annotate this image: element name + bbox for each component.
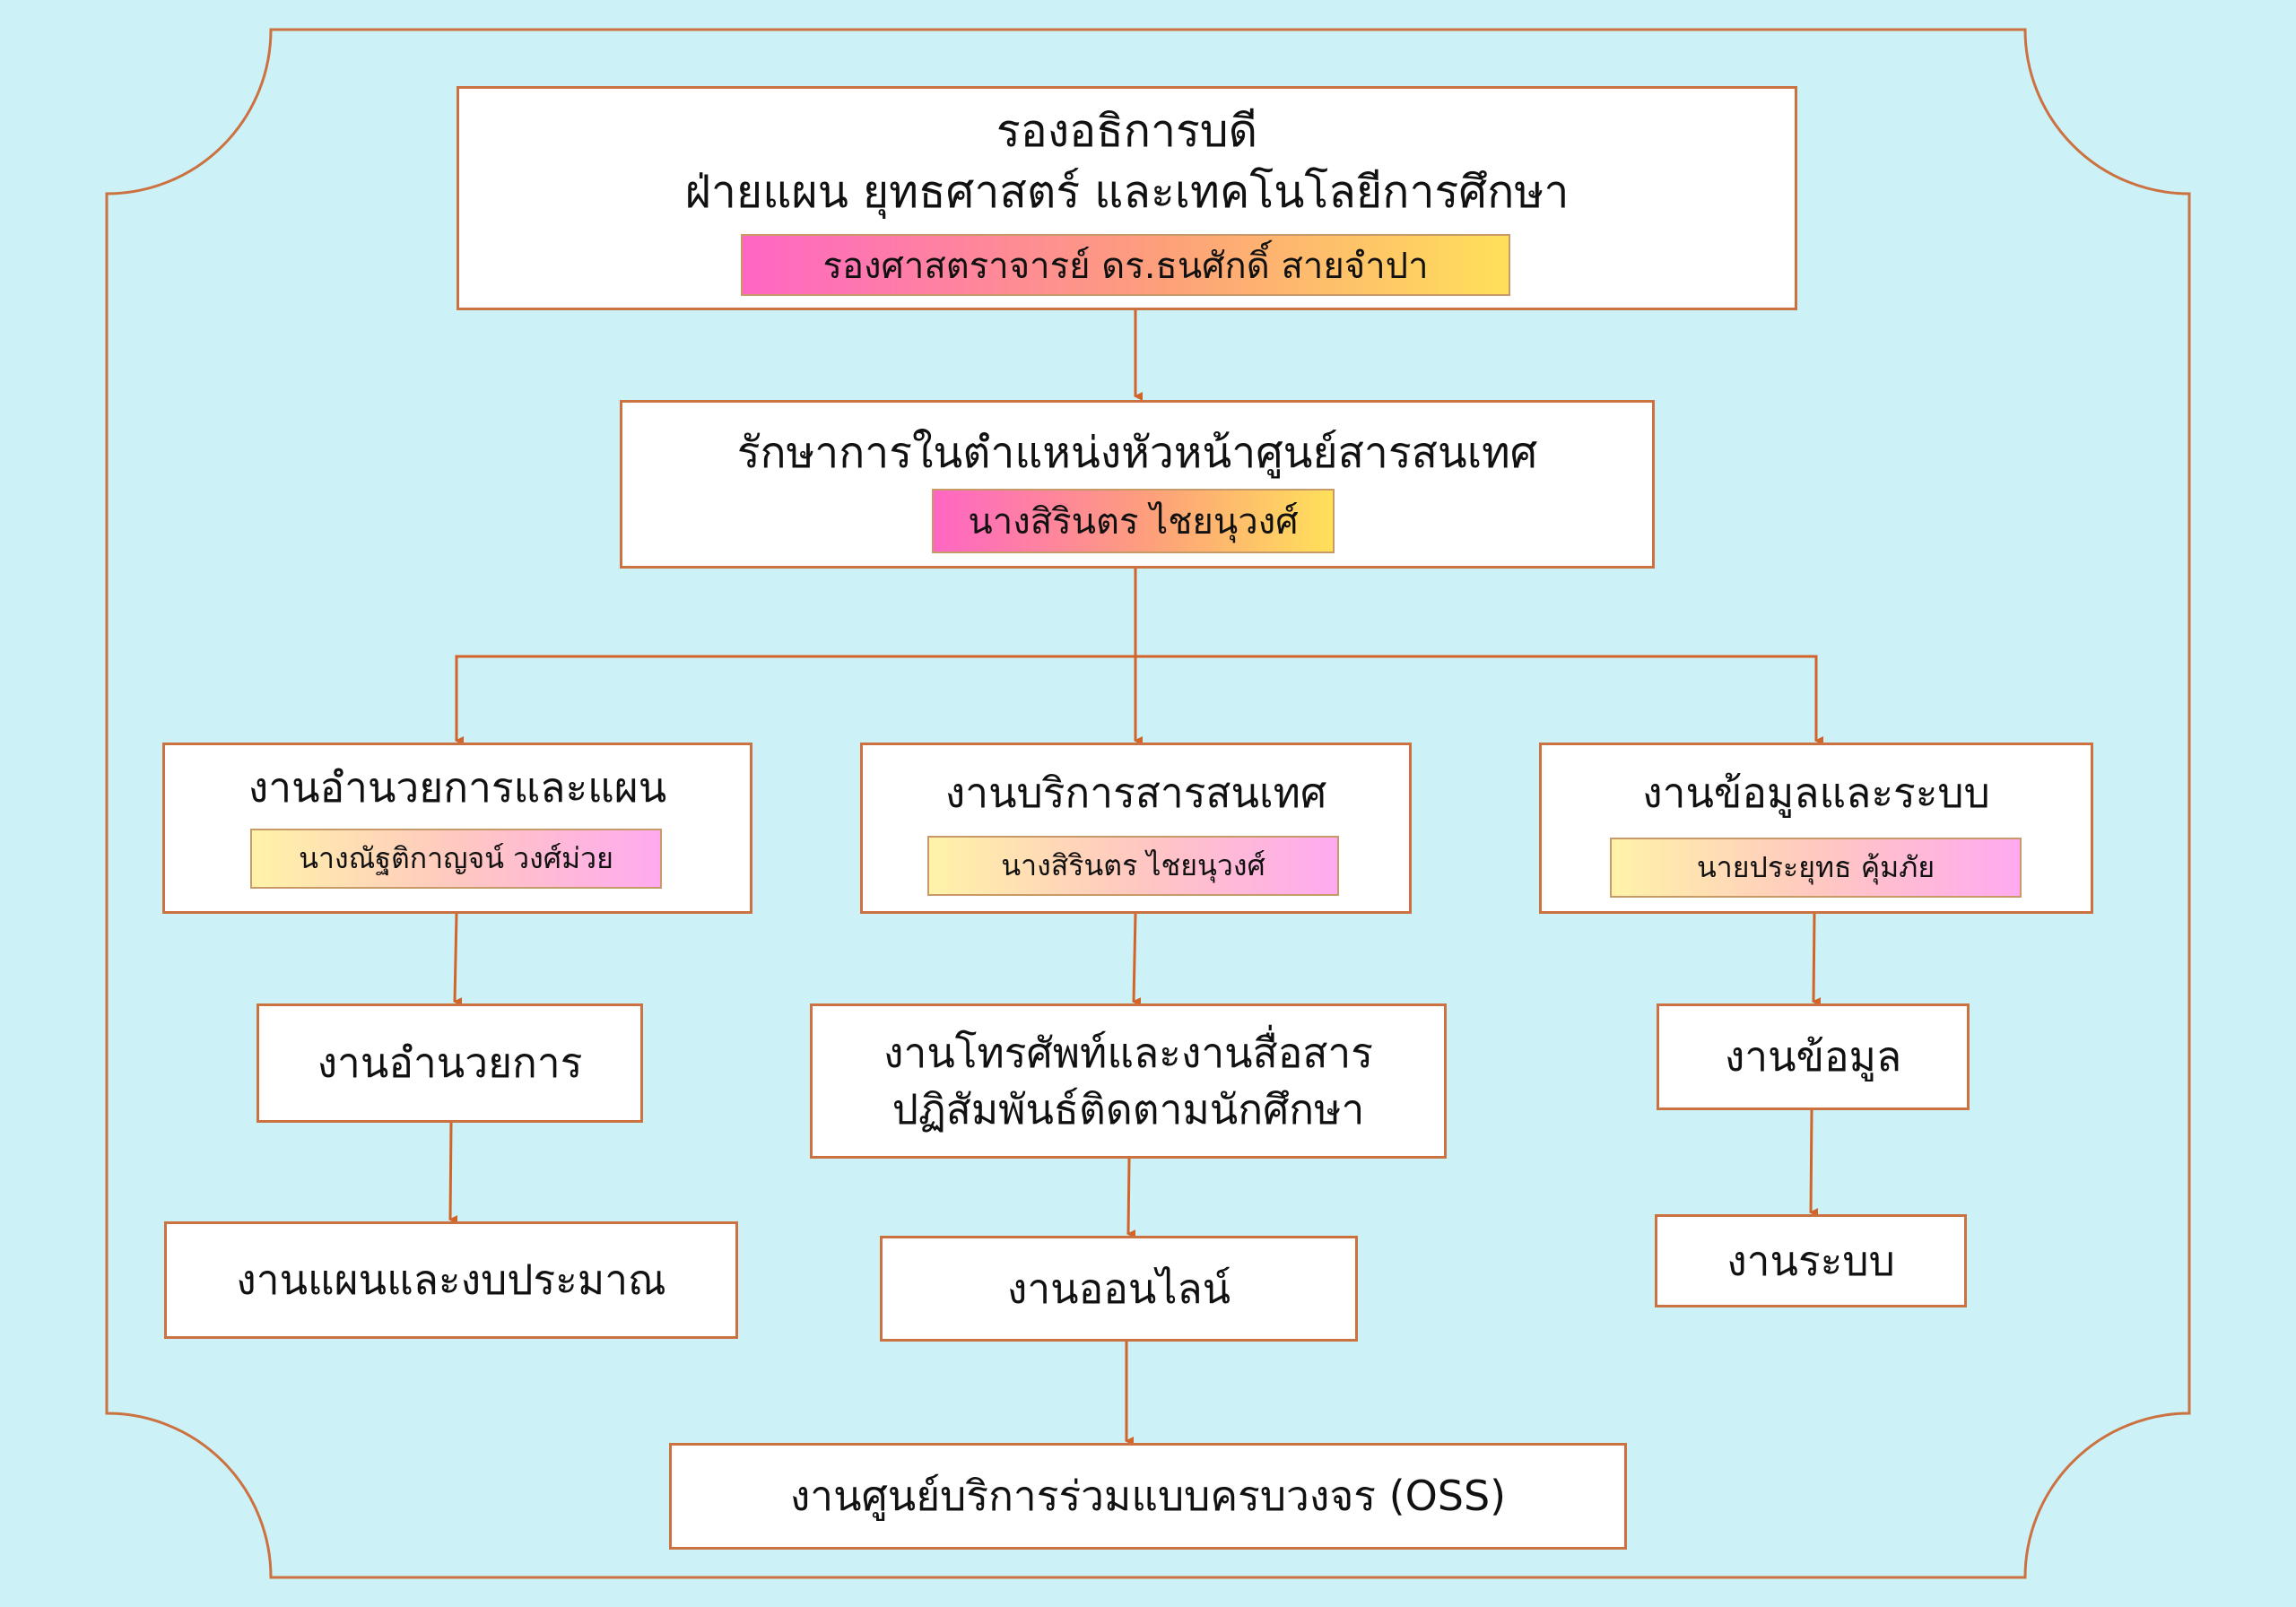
unit-title: งานอำนวยการ	[317, 1038, 583, 1088]
unit-title-line1: งานโทรศัพท์และงานสื่อสาร	[883, 1029, 1373, 1078]
unit-title-line2: ปฏิสัมพันธ์ติดตามนักศึกษา	[891, 1084, 1365, 1134]
arrow-phone	[1132, 913, 1142, 1007]
division-data-system-name: นายประยุทธ คุ้มภัย	[1610, 838, 2022, 898]
center-head-title: รักษาการในตำแหน่งหัวหน้าศูนย์สารสนเทศ	[736, 428, 1538, 478]
unit-online: งานออนไลน์	[880, 1236, 1358, 1342]
decorative-frame	[105, 28, 2191, 1579]
unit-phone-communication: งานโทรศัพท์และงานสื่อสาร ปฏิสัมพันธ์ติดต…	[810, 1003, 1447, 1159]
unit-title: งานออนไลน์	[1006, 1264, 1231, 1313]
unit-title: งานข้อมูล	[1724, 1032, 1902, 1081]
division-title: งานบริการสารสนเทศ	[944, 769, 1327, 817]
unit-oss: งานศูนย์บริการร่วมแบบครบวงจร (OSS)	[669, 1443, 1627, 1550]
vice-president-title: รองอธิการบดี	[996, 105, 1258, 157]
division-title: งานข้อมูลและระบบ	[1642, 769, 1990, 817]
unit-plan-budget: งานแผนและงบประมาณ	[164, 1221, 738, 1339]
division-info-service-name: นางสิรินตร ไชยนุวงศ์	[927, 836, 1339, 896]
center-head-name: นางสิรินตร ไชยนุวงศ์	[932, 489, 1335, 553]
division-admin-plan-name: นางณัฐติกาญจน์ วงศ์ม่วย	[250, 829, 662, 889]
arrow-admin	[453, 913, 463, 1007]
unit-data: งานข้อมูล	[1657, 1003, 1970, 1110]
unit-admin: งานอำนวยการ	[257, 1003, 643, 1123]
branch-line	[455, 655, 1818, 741]
vice-president-name: รองศาสตราจารย์ ดร.ธนศักดิ์ สายจำปา	[741, 234, 1510, 296]
vice-president-department: ฝ่ายแผน ยุทธศาสตร์ และเทคโนโลยีการศึกษา	[684, 165, 1570, 218]
arrow-system	[1809, 1109, 1819, 1218]
unit-title: งานระบบ	[1726, 1236, 1895, 1285]
arrow-data	[1812, 913, 1822, 1007]
arrow-online	[1126, 1158, 1136, 1239]
arrow-plan	[448, 1122, 458, 1225]
unit-system: งานระบบ	[1655, 1214, 1967, 1307]
unit-title: งานศูนย์บริการร่วมแบบครบวงจร (OSS)	[789, 1472, 1507, 1521]
division-title: งานอำนวยการและแผน	[248, 763, 667, 812]
unit-title: งานแผนและงบประมาณ	[236, 1255, 666, 1305]
